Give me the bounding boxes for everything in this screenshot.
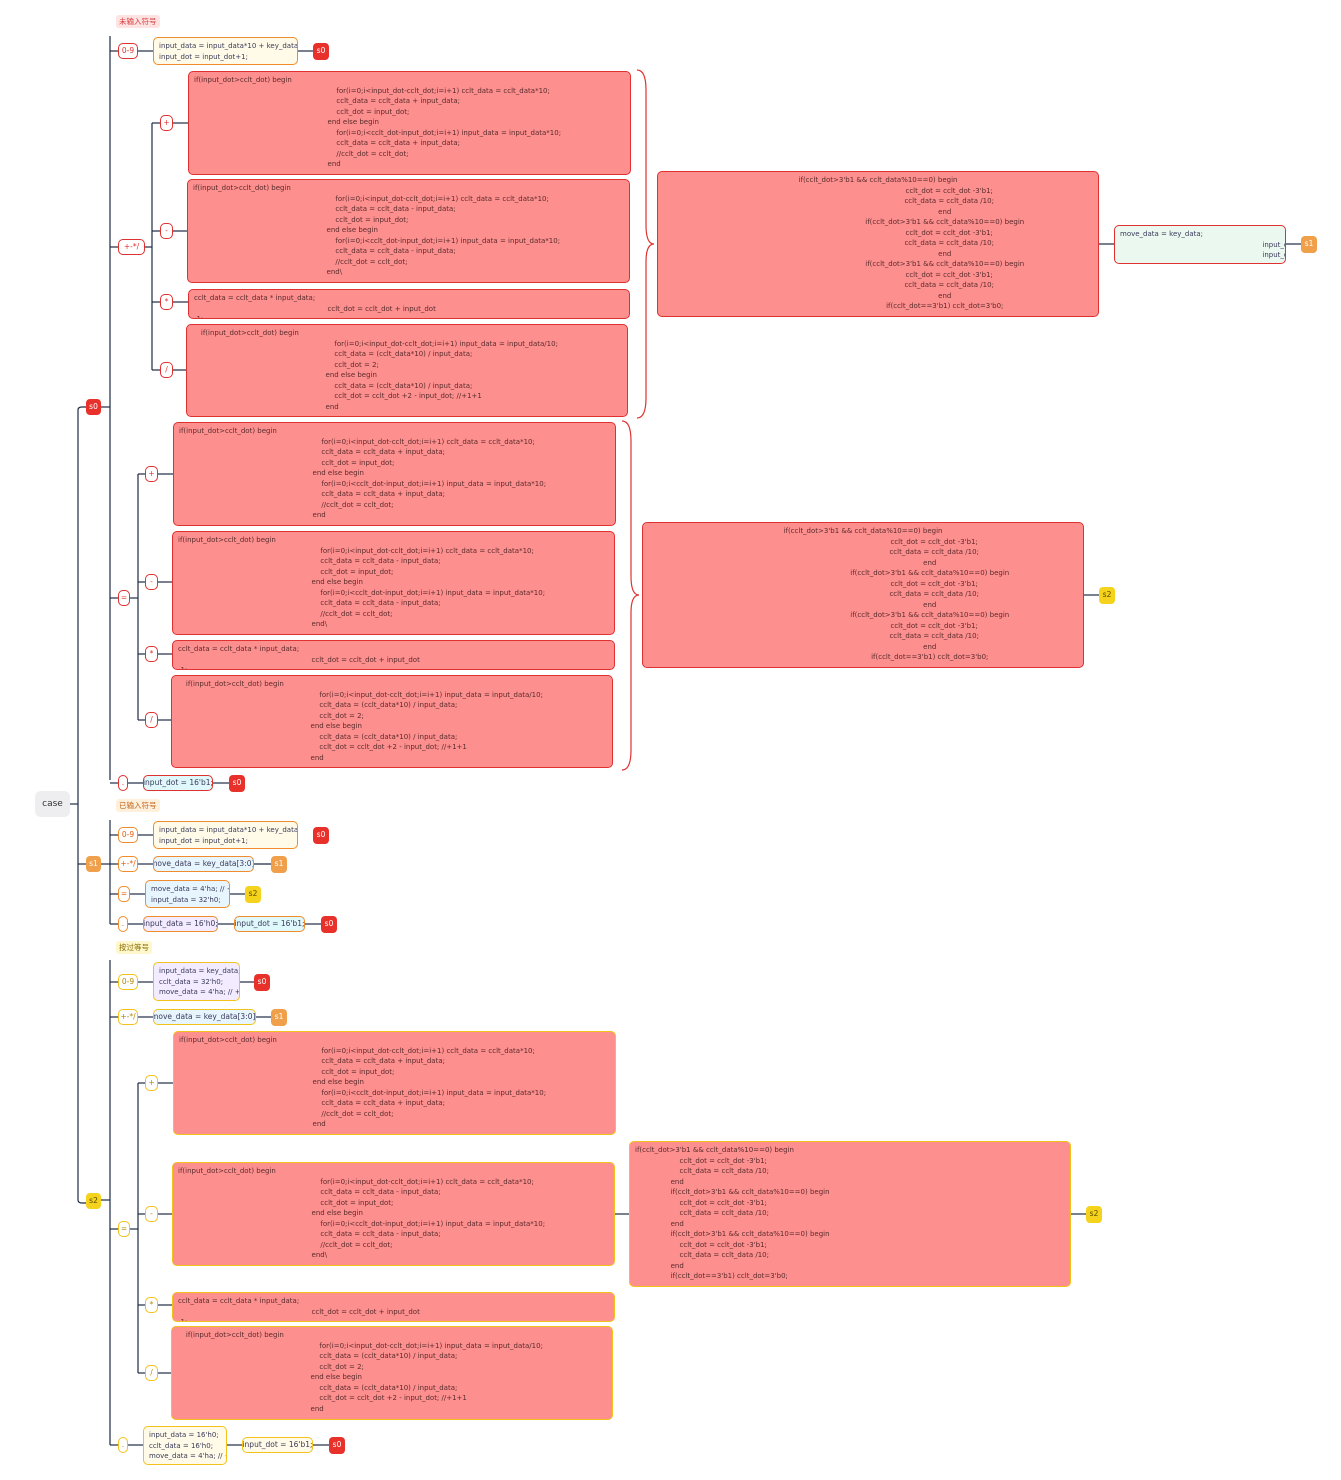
s2-mul-code: cclt_data = cclt_data * input_data; cclt… [172,1292,615,1322]
s1-dot-action-1: input_data = 16'h0; [143,916,218,932]
state-s1: s1 [86,856,101,872]
s0-eq-merge-code: if(cclt_dot>3'b1 && cclt_data%10==0) beg… [642,522,1084,668]
s1-key-ops: +-*/ [118,856,138,872]
s0-ops-merge-code: if(cclt_dot>3'b1 && cclt_data%10==0) beg… [657,171,1099,317]
s0-digits-next: s0 [313,43,329,60]
s0-eq-plus-code: if(input_dot>cclt_dot) begin for(i=0;i<i… [173,422,616,526]
s2-dot-next: s0 [329,1437,345,1454]
s0-dot-action: input_dot = 16'b1; [143,775,213,791]
s1-ops-action: move_data = key_data[3:0]; [153,856,254,872]
s1-dot-next: s0 [321,916,337,933]
s2-ops-next: s1 [271,1009,287,1026]
s0-plus-code: if(input_dot>cclt_dot) begin for(i=0;i<i… [188,71,631,175]
s1-dot-action-2: input_dot = 16'b1; [234,916,305,932]
s0-dot-next: s0 [229,775,245,792]
s0-ops-after: move_data = key_data; input_data = 16'h0… [1114,225,1286,264]
s2-label: 按过等号 [116,941,152,954]
s0-ops-next: s1 [1301,236,1317,253]
s0-key-digits: 0-9 [118,43,138,59]
s0-mul-code: cclt_data = cclt_data * input_data; cclt… [188,289,630,319]
s2-key-ops: +-*/ [118,1009,138,1025]
s1-label: 已输入符号 [116,799,160,812]
s0-eq-div-code: if(input_dot>cclt_dot) begin for(i=0;i<i… [171,675,613,768]
s2-key-eq: = [118,1221,130,1237]
s0-op-mul: * [160,294,173,310]
s0-div-code: if(input_dot>cclt_dot) begin for(i=0;i<i… [186,324,628,417]
s0-label: 未输入符号 [116,15,160,28]
s2-eq-next: s2 [1086,1206,1102,1223]
state-s0: s0 [86,399,101,415]
s1-digits-action: input_data = input_data*10 + key_data; i… [153,821,298,849]
s0-key-ops: +-*/ [118,239,145,255]
s1-key-eq: = [118,886,130,902]
s1-eq-action: move_data = 4'ha; // + input_data = 32'h… [145,880,230,908]
s2-digits-next: s0 [254,974,270,991]
s0-op-div: / [160,362,173,378]
s0-eq-op-plus: + [145,466,158,482]
s0-op-plus: + [160,115,173,131]
s2-op-plus: + [145,1075,158,1091]
s1-eq-next: s2 [245,886,261,903]
s1-digits-next: s0 [313,827,329,844]
s0-key-eq: = [118,590,130,606]
s2-eq-merge-code: if(cclt_dot>3'b1 && cclt_data%10==0) beg… [629,1141,1071,1287]
s2-div-code: if(input_dot>cclt_dot) begin for(i=0;i<i… [171,1326,613,1420]
s0-eq-mul-code: cclt_data = cclt_data * input_data; cclt… [172,640,615,670]
s2-dot-action-2: input_dot = 16'b1; [242,1437,313,1453]
state-s2: s2 [86,1193,101,1209]
s2-digits-action: input_data = key_data; cclt_data = 32'h0… [153,962,240,1001]
s2-op-minus: - [145,1206,158,1222]
s0-eq-op-mul: * [145,646,158,662]
s2-op-mul: * [145,1297,158,1313]
s1-ops-next: s1 [271,856,287,873]
s0-eq-op-minus: - [145,574,158,590]
s0-op-minus: - [160,223,173,239]
s2-key-dot: . [118,1437,128,1453]
s0-eq-minus-code: if(input_dot>cclt_dot) begin for(i=0;i<i… [172,531,615,635]
s1-key-digits: 0-9 [118,827,138,843]
s0-key-dot: . [118,775,128,791]
s1-key-dot: . [118,916,128,932]
s2-ops-action: move_data = key_data[3:0]; [153,1009,256,1025]
s0-minus-code: if(input_dot>cclt_dot) begin for(i=0;i<i… [187,179,630,283]
s0-eq-op-div: / [145,712,158,728]
s2-plus-code: if(input_dot>cclt_dot) begin for(i=0;i<i… [173,1031,616,1135]
s2-minus-code: if(input_dot>cclt_dot) begin for(i=0;i<i… [172,1162,615,1266]
s2-dot-action-1: input_data = 16'h0; cclt_data = 16'h0; m… [143,1426,227,1465]
s2-op-div: / [145,1365,158,1381]
s2-key-digits: 0-9 [118,974,138,990]
s0-digits-action: input_data = input_data*10 + key_data; i… [153,37,298,65]
case-root: case [35,791,70,817]
s0-eq-next: s2 [1099,587,1115,604]
